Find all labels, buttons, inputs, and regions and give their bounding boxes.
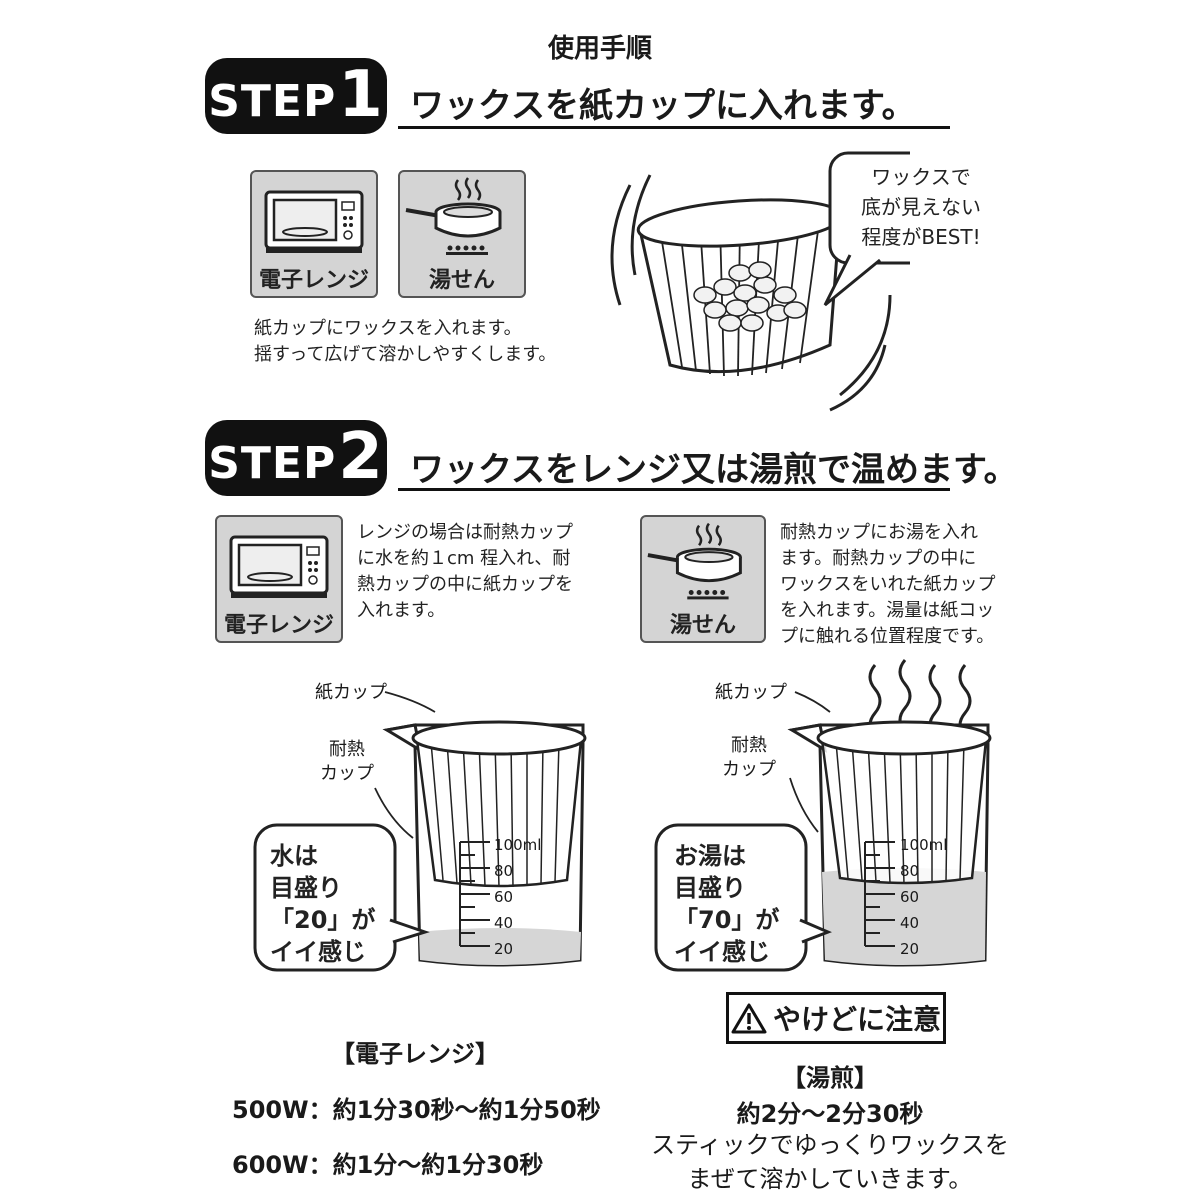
step1-method-water-bath: 湯せん xyxy=(398,170,526,298)
step2-microwave-label: 電子レンジ xyxy=(223,613,334,638)
description-line: 熱カップの中に紙カップを xyxy=(357,574,573,595)
burn-warning-text: やけどに注意 xyxy=(772,1003,941,1036)
water-bath-callout: お湯は 目盛り 「70」が イイ感じ xyxy=(674,840,779,968)
callout-line: 「70」が xyxy=(674,906,780,934)
step2-water-bath-description: 耐熱カップにお湯を入れ ます。耐熱カップの中に ワックスをいれた紙カップ を入れ… xyxy=(780,520,995,650)
scale-label: 20 xyxy=(494,940,514,958)
paper-cup-with-wax-illustration xyxy=(610,151,910,412)
step1-badge-word: STEP xyxy=(208,76,337,127)
callout-line: 「20」が xyxy=(270,906,376,934)
water-bath-time: 約2分〜2分30秒 xyxy=(736,1100,924,1128)
scale-label: 60 xyxy=(494,888,514,906)
step1-description-line: 揺すって広げて溶かしやすくします。 xyxy=(254,344,557,365)
description-line: ます。耐熱カップの中に xyxy=(780,548,977,569)
step2-badge-number: 2 xyxy=(338,420,384,494)
note-line: まぜて溶かしていきます。 xyxy=(687,1165,973,1193)
scale-label: 40 xyxy=(900,914,920,932)
water-bath-scale-labels: 100ml 80 60 40 20 xyxy=(900,832,947,962)
microwave-paper-cup-label: 紙カップ xyxy=(315,682,387,703)
warning-triangle-icon xyxy=(731,1003,767,1034)
microwave-icon xyxy=(229,535,329,598)
callout-line: お湯は xyxy=(674,842,746,870)
heat-cup-label-line: カップ xyxy=(320,763,374,784)
step1-callout-line: 程度がBEST! xyxy=(861,225,981,249)
description-line: プに触れる位置程度です。 xyxy=(780,626,995,647)
water-bath-beaker-illustration xyxy=(654,659,992,972)
water-bath-time-header: 【湯煎】 xyxy=(782,1064,878,1092)
pot-on-stove-icon xyxy=(647,522,742,600)
step1-water-bath-label: 湯せん xyxy=(428,268,495,293)
water-bath-paper-cup-label: 紙カップ xyxy=(715,682,787,703)
heat-cup-label-line: 耐熱 xyxy=(329,739,365,760)
scale-label: 40 xyxy=(494,914,514,932)
microwave-callout: 水は 目盛り 「20」が イイ感じ xyxy=(270,840,375,968)
note-line: スティックでゆっくりワックスを xyxy=(651,1131,1009,1159)
pot-on-stove-icon xyxy=(405,177,502,255)
step2-badge-word: STEP xyxy=(208,438,337,489)
step2-water-bath-label: 湯せん xyxy=(669,613,736,638)
scale-label: 100ml xyxy=(900,836,948,854)
description-line: ワックスをいれた紙カップ xyxy=(780,574,996,595)
step2-heading: ワックスをレンジ又は湯煎で温めます。 xyxy=(410,450,1018,490)
description-line: 耐熱カップにお湯を入れ xyxy=(780,522,978,543)
scale-label: 20 xyxy=(900,940,920,958)
step2-method-water-bath: 湯せん xyxy=(640,515,766,643)
callout-line: 目盛り xyxy=(270,874,342,902)
burn-warning-box: やけどに注意 xyxy=(726,992,946,1044)
step2-method-microwave: 電子レンジ xyxy=(215,515,343,643)
scale-label: 100ml xyxy=(494,836,542,854)
heat-cup-label-line: カップ xyxy=(722,759,776,780)
step1-description: 紙カップにワックスを入れます。 揺すって広げて溶かしやすくします。 xyxy=(254,316,556,368)
step1-description-line: 紙カップにワックスを入れます。 xyxy=(254,318,522,339)
step1-microwave-label: 電子レンジ xyxy=(258,268,369,293)
scale-label: 60 xyxy=(900,888,920,906)
scale-label: 80 xyxy=(494,862,514,880)
heat-cup-label-line: 耐熱 xyxy=(731,735,767,756)
step1-heading: ワックスを紙カップに入れます。 xyxy=(410,86,916,126)
microwave-time-600w: 600W：約1分〜約1分30秒 xyxy=(232,1151,544,1179)
callout-line: イイ感じ xyxy=(674,938,770,966)
description-line: レンジの場合は耐熱カップ xyxy=(357,522,573,543)
step1-callout-line: 底が見えない xyxy=(861,195,981,219)
callout-line: イイ感じ xyxy=(270,938,366,966)
microwave-scale-labels: 100ml 80 60 40 20 xyxy=(494,832,541,962)
callout-line: 水は xyxy=(270,842,318,870)
step1-underline xyxy=(398,126,950,129)
microwave-heat-cup-label: 耐熱 カップ xyxy=(320,738,374,786)
step1-callout: ワックスで 底が見えない 程度がBEST! xyxy=(836,162,1006,252)
water-bath-note: スティックでゆっくりワックスを まぜて溶かしていきます。 xyxy=(630,1128,1030,1196)
step1-callout-line: ワックスで xyxy=(871,165,971,189)
callout-line: 目盛り xyxy=(674,874,746,902)
description-line: 入れます。 xyxy=(357,600,446,621)
microwave-beaker-illustration xyxy=(253,691,587,972)
page-title: 使用手順 xyxy=(547,34,652,64)
description-line: を入れます。湯量は紙コッ xyxy=(780,600,995,621)
microwave-time-header: 【電子レンジ】 xyxy=(331,1040,499,1068)
microwave-icon xyxy=(264,190,364,253)
scale-label: 80 xyxy=(900,862,920,880)
step1-method-microwave: 電子レンジ xyxy=(250,170,378,298)
description-line: に水を約１cm 程入れ、耐 xyxy=(357,548,571,569)
water-bath-heat-cup-label: 耐熱 カップ xyxy=(722,734,776,782)
step2-underline xyxy=(398,488,950,491)
microwave-time-500w: 500W：約1分30秒〜約1分50秒 xyxy=(232,1096,601,1124)
step2-microwave-description: レンジの場合は耐熱カップ に水を約１cm 程入れ、耐 熱カップの中に紙カップを … xyxy=(357,520,573,624)
step1-badge-number: 1 xyxy=(338,58,384,132)
